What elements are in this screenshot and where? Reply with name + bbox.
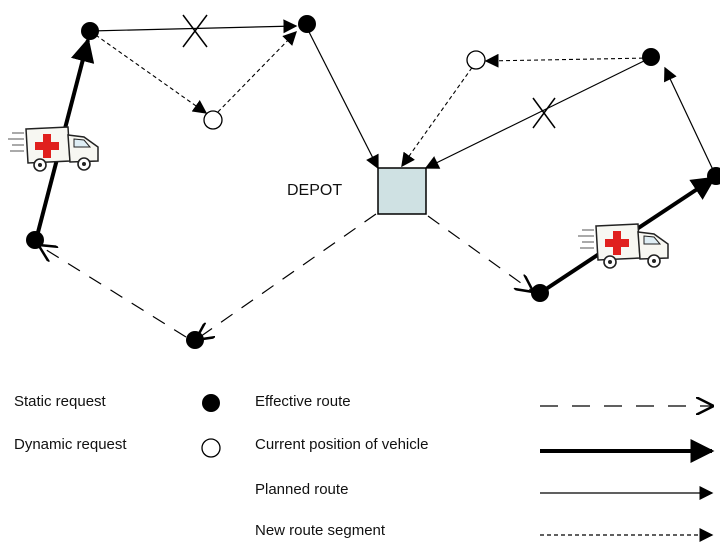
planned-route-to-depot-right-cancelled (424, 57, 651, 169)
static-request-node (531, 284, 549, 302)
legend-dynamic-request-icon (201, 438, 221, 458)
static-request-node (186, 331, 204, 349)
static-request-node (81, 22, 99, 40)
new-segment-right-left (484, 53, 651, 68)
effective-route-bottom-to-left (40, 246, 187, 338)
legend-static-request-label: Static request (14, 393, 107, 410)
x-mark-icon (182, 14, 208, 48)
effective-route-depot-to-right (427, 215, 532, 291)
planned-route-to-depot-left (306, 27, 379, 170)
depot-label: DEPOT (287, 182, 342, 199)
static-request-node (26, 231, 44, 249)
ambulance-icon (7, 126, 99, 172)
x-mark-icon (532, 97, 556, 129)
legend-effective-route-label: Effective route (255, 393, 351, 410)
ambulance-icon (577, 223, 669, 269)
new-segment-left-up (212, 30, 297, 118)
legend-current-position-label: Current position of vehicle (255, 436, 428, 453)
static-request-node (642, 48, 660, 66)
dynamic-request-node (466, 50, 486, 70)
new-segment-left-down (89, 30, 208, 114)
legend-planned-route-label: Planned route (255, 481, 348, 498)
effective-route-depot-to-bottom (197, 213, 377, 339)
planned-route-right-up (664, 66, 715, 173)
new-segment-right-to-depot (401, 61, 477, 168)
dynamic-request-node (203, 110, 223, 130)
legend: Static request Dynamic request Effective… (14, 393, 715, 542)
legend-static-request-icon (202, 394, 220, 412)
legend-new-route-segment-label: New route segment (255, 522, 386, 539)
depot-box (377, 167, 427, 215)
static-request-node (298, 15, 316, 33)
legend-dynamic-request-label: Dynamic request (14, 436, 127, 453)
static-request-node (707, 167, 720, 185)
